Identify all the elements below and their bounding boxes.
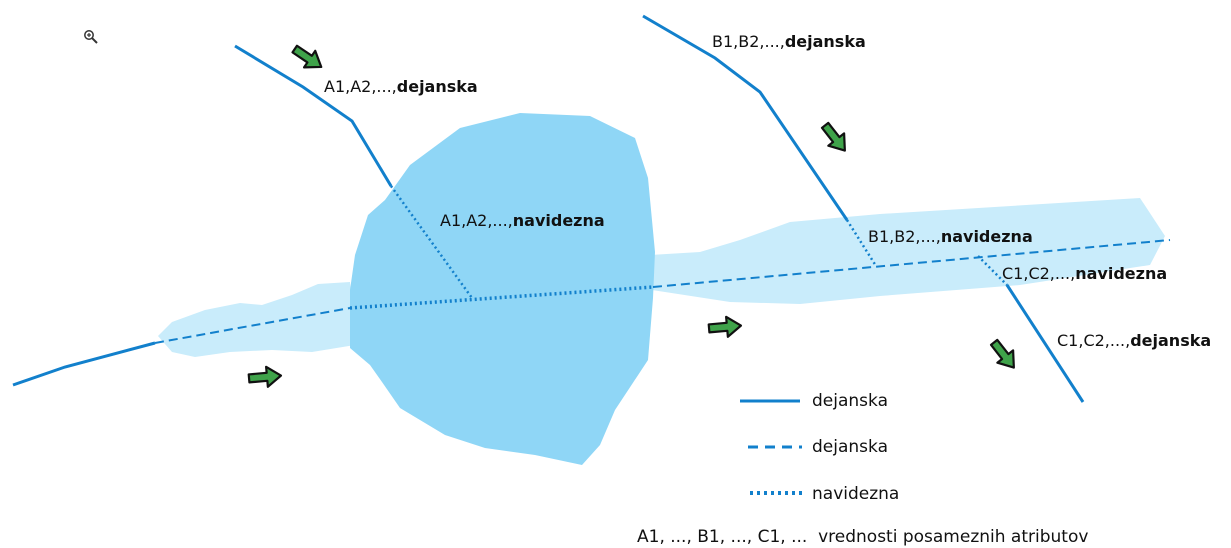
line-a-actual: [234, 44, 393, 187]
label-a-actual: A1,A2,...,dejanska: [324, 77, 478, 96]
flow-arrow-icon: [820, 121, 846, 152]
line-a-apparent: [389, 185, 474, 299]
label-b-apparent: B1,B2,...,navidezna: [868, 227, 1033, 246]
line-c-actual: [1005, 284, 1085, 403]
line-main-dashed-left: [154, 307, 351, 344]
zoom-in-icon[interactable]: [83, 29, 99, 45]
legend-dotted-label: navidezna: [812, 484, 899, 504]
legend-dashed-label: dejanska: [812, 437, 888, 457]
line-inflow-actual: [12, 341, 156, 387]
legend: dejanska dejanska navidezna A1, ..., B1,…: [637, 391, 1088, 547]
line-b-actual: [642, 14, 849, 221]
line-c-apparent: [977, 255, 1008, 286]
legend-solid-label: dejanska: [812, 391, 888, 411]
flow-arrow-icon: [989, 338, 1015, 369]
label-a-apparent: A1,A2,...,navidezna: [440, 211, 605, 230]
label-c-actual: C1,C2,...,dejanska: [1057, 331, 1211, 350]
flow-arrow-icon: [291, 44, 323, 69]
flow-arrow-icon: [247, 365, 283, 388]
river-area: [158, 198, 1165, 357]
flow-arrow-icon: [707, 315, 743, 338]
line-main-dashed-right: [652, 239, 1171, 288]
line-b-apparent: [845, 219, 878, 267]
label-c-apparent: C1,C2,...,navidezna: [1002, 264, 1167, 283]
legend-note: A1, ..., B1, ..., C1, ... vrednosti posa…: [637, 527, 1088, 547]
line-main-apparent: [349, 285, 654, 310]
lake-area: [350, 113, 655, 465]
label-b-actual: B1,B2,...,dejanska: [712, 32, 866, 51]
